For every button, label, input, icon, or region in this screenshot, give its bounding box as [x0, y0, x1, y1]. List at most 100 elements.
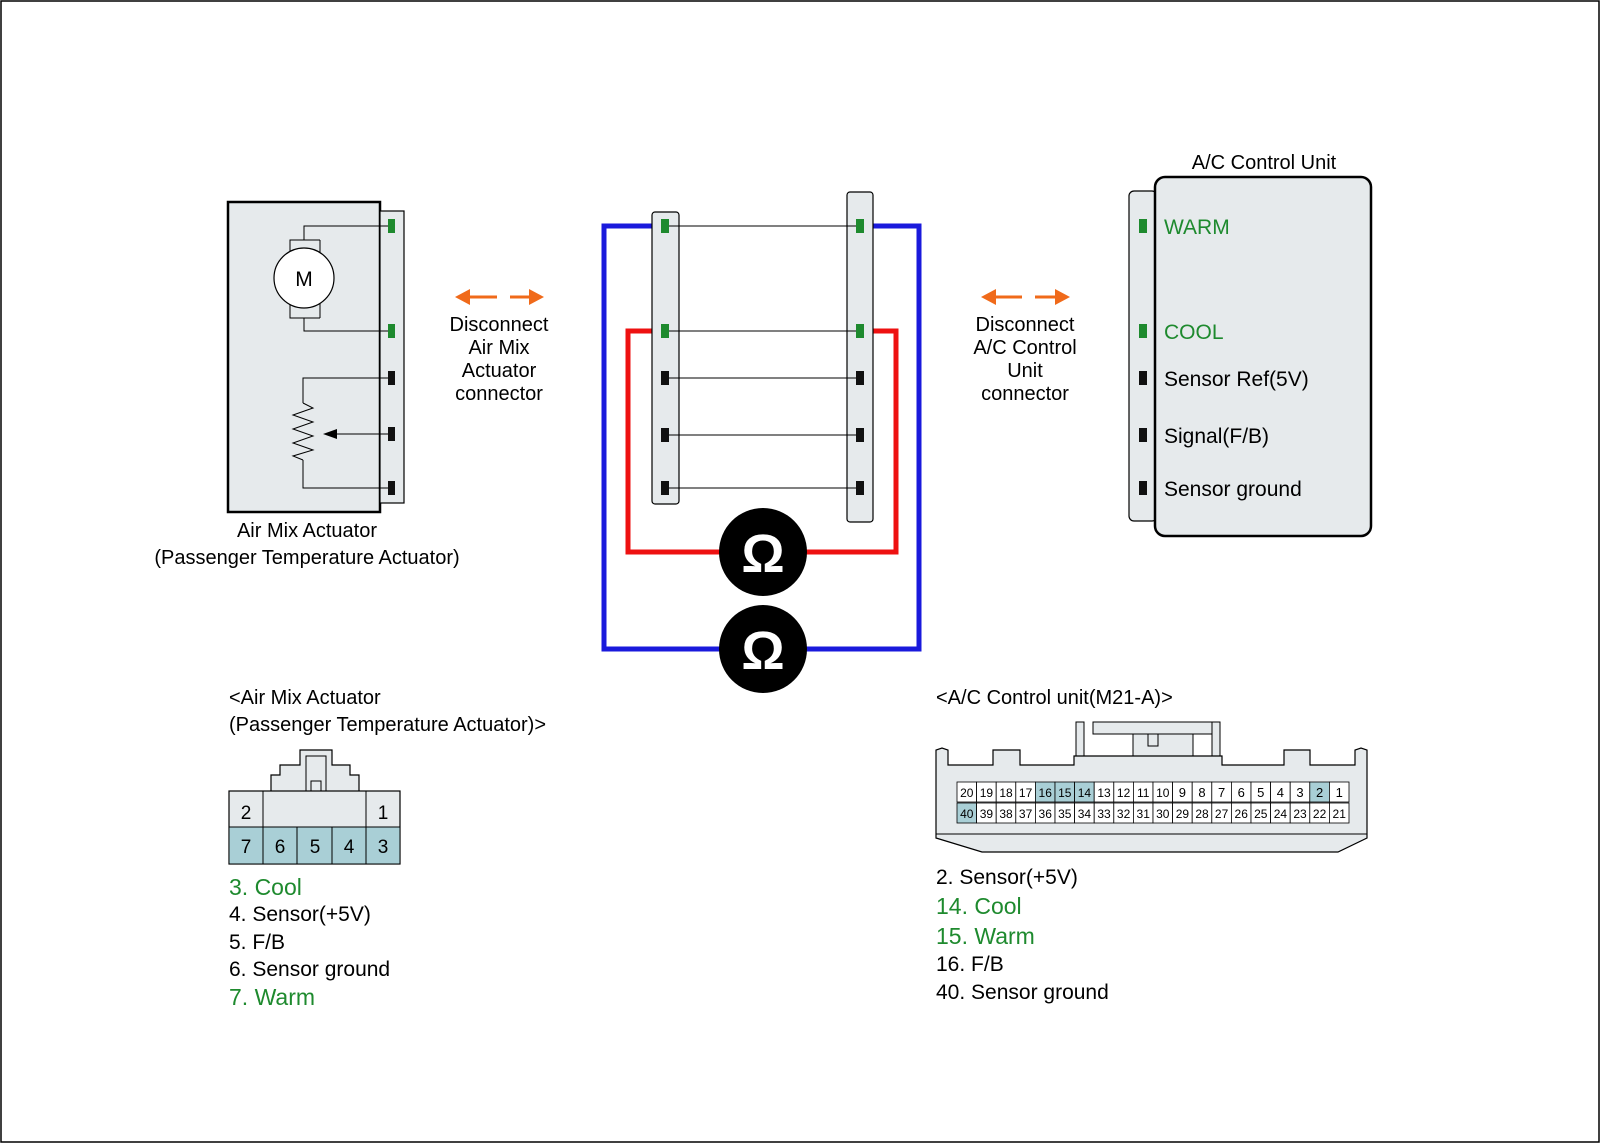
- arrow-left-head-icon: [455, 289, 470, 305]
- actuator-pin-label-1: 1: [378, 803, 389, 824]
- ac-pin-label-32: 32: [1117, 807, 1131, 821]
- ac-legend-fb: 16. F/B: [936, 953, 1004, 976]
- ac-pin-label-38: 38: [999, 807, 1013, 821]
- actuator-legend-sensor: 4. Sensor(+5V): [229, 903, 371, 926]
- actuator-pin-cell-5: [296, 826, 333, 865]
- ac-pin-label-13: 13: [1097, 786, 1111, 800]
- arrow-right-head-icon: [529, 289, 544, 305]
- blue-wire-right: [806, 223, 922, 652]
- harness: Ω Ω: [601, 191, 922, 693]
- disconnect-left-line1: Disconnect: [450, 314, 549, 336]
- ac-pin-label-35: 35: [1058, 807, 1072, 821]
- ac-pin-sensor-ground: [1139, 481, 1147, 495]
- harness-connector-left: [651, 211, 680, 505]
- disconnect-right-line3: Unit: [1007, 360, 1043, 382]
- actuator-pin-label-4: 4: [344, 837, 355, 858]
- ac-terminal-sensor-ref: Sensor Ref(5V): [1164, 368, 1309, 391]
- ac-pin-warm: [1139, 219, 1147, 233]
- ac-pin-label-31: 31: [1137, 807, 1151, 821]
- ac-pin-label-33: 33: [1097, 807, 1111, 821]
- ac-pin-sensor-ref: [1139, 371, 1147, 385]
- ac-pin-cell-1: [1329, 781, 1350, 803]
- actuator-legend-warm: 7. Warm: [229, 984, 315, 1010]
- ac-pin-label-6: 6: [1238, 785, 1245, 800]
- disconnect-left: Disconnect Air Mix Actuator connector: [450, 289, 549, 405]
- ac-terminal-sensor-ground: Sensor ground: [1164, 478, 1302, 501]
- ac-terminal-warm: WARM: [1164, 216, 1230, 239]
- actuator-caption-line2: (Passenger Temperature Actuator): [154, 547, 459, 569]
- ac-pin-cell-21: [1329, 802, 1350, 824]
- ac-pin-label-26: 26: [1235, 807, 1249, 821]
- ac-pin-label-39: 39: [980, 807, 994, 821]
- harness-left-pin-2: [661, 324, 669, 338]
- harness-connector-right: [846, 191, 874, 523]
- actuator-pin-label-7: 7: [241, 837, 252, 858]
- ac-pin-label-40: 40: [960, 807, 974, 821]
- ac-pin-label-30: 30: [1156, 807, 1170, 821]
- ac-pin-label-4: 4: [1277, 785, 1284, 800]
- ac-pin-label-15: 15: [1058, 786, 1072, 800]
- harness-left-pin-4: [661, 428, 669, 442]
- actuator-pin-2: [388, 324, 395, 338]
- ac-legend-sensor: 2. Sensor(+5V): [936, 866, 1078, 889]
- ac-pin-label-10: 10: [1156, 786, 1170, 800]
- ac-pin-label-18: 18: [999, 786, 1013, 800]
- potentiometer-icon: [291, 402, 315, 461]
- motor-symbol: M: [295, 268, 313, 291]
- ac-pin-cool: [1139, 324, 1147, 338]
- actuator-pin-label-2: 2: [241, 803, 252, 824]
- ac-terminal-signal: Signal(F/B): [1164, 425, 1269, 448]
- ac-pin-label-21: 21: [1333, 807, 1347, 821]
- ac-pin-label-36: 36: [1039, 807, 1053, 821]
- disconnect-left-line4: connector: [455, 383, 543, 405]
- ac-pin-label-28: 28: [1195, 807, 1209, 821]
- harness-left-pin-1: [661, 219, 669, 233]
- air-mix-actuator: M Air Mix Actuator (Passenger Temperatur…: [154, 200, 460, 569]
- ac-pin-label-22: 22: [1313, 807, 1327, 821]
- ac-pin-label-20: 20: [960, 786, 974, 800]
- actuator-pin-cell-3: [365, 826, 401, 865]
- actuator-pin-label-5: 5: [310, 837, 321, 858]
- ac-latch-key: [1147, 733, 1159, 747]
- ac-pin-label-11: 11: [1137, 786, 1150, 800]
- ohmmeter-bottom-icon: [719, 605, 807, 693]
- actuator-pin-label-6: 6: [275, 837, 286, 858]
- arrow2-right-head-icon: [1055, 289, 1070, 305]
- actuator-pin-4: [388, 427, 395, 441]
- pot-wire-bottom: [302, 460, 388, 489]
- disconnect-left-line2: Air Mix: [468, 337, 529, 359]
- actuator-latch-key: [310, 780, 322, 792]
- ac-pin-label-17: 17: [1019, 786, 1033, 800]
- ac-pin-label-34: 34: [1078, 807, 1092, 821]
- ac-latch-top: [1092, 721, 1214, 735]
- ac-pin-signal: [1139, 428, 1147, 442]
- harness-right-pin-2: [856, 324, 864, 338]
- harness-right-pin-5: [856, 481, 864, 495]
- ac-unit-title: A/C Control Unit: [1192, 152, 1337, 174]
- ohmmeter-bottom-symbol: Ω: [741, 621, 784, 681]
- ac-pin-label-2: 2: [1316, 785, 1323, 800]
- actuator-pin-cell-7: [228, 826, 264, 865]
- actuator-connector-title-line1: <Air Mix Actuator: [229, 687, 381, 709]
- ac-pin-label-24: 24: [1274, 807, 1288, 821]
- ac-legend-cool: 14. Cool: [936, 893, 1022, 919]
- ac-pin-label-9: 9: [1179, 785, 1186, 800]
- ac-pin-label-29: 29: [1176, 807, 1190, 821]
- disconnect-left-line3: Actuator: [462, 360, 537, 382]
- ac-pin-label-23: 23: [1293, 807, 1307, 821]
- actuator-pin-1: [388, 219, 395, 233]
- ac-pin-label-5: 5: [1257, 785, 1264, 800]
- ohmmeter-top-symbol: Ω: [741, 524, 784, 584]
- ac-pin-label-19: 19: [980, 786, 994, 800]
- actuator-connector-title-line2: (Passenger Temperature Actuator)>: [229, 714, 546, 736]
- wiper-arrow-icon: [323, 429, 337, 439]
- harness-left-pin-5: [661, 481, 669, 495]
- ac-pin-label-8: 8: [1198, 785, 1205, 800]
- actuator-connector-view: <Air Mix Actuator (Passenger Temperature…: [228, 687, 546, 1010]
- actuator-legend-ground: 6. Sensor ground: [229, 958, 390, 981]
- ac-pin-label-25: 25: [1254, 807, 1268, 821]
